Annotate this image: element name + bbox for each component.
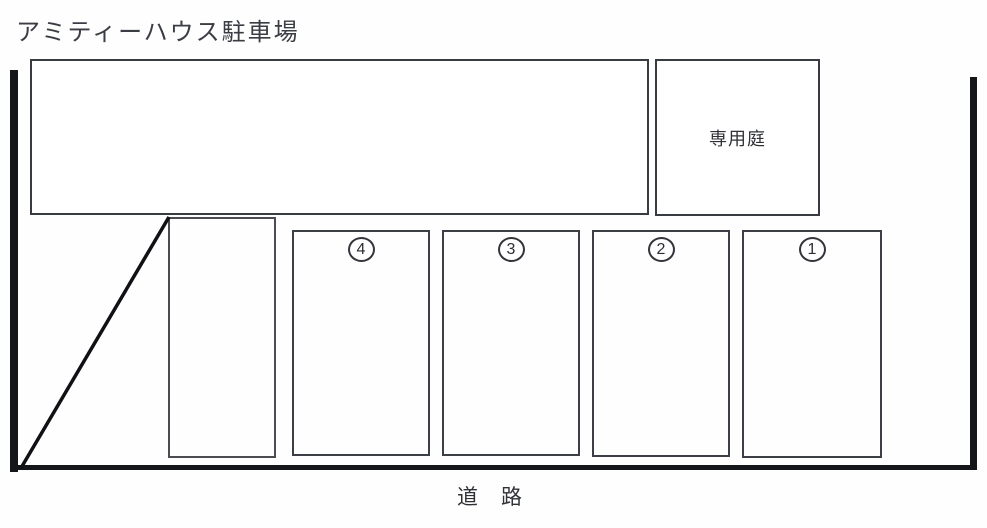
space-number-badge: 4 [347, 237, 375, 262]
left-wall [10, 70, 18, 472]
space-number-badge: 1 [798, 237, 826, 262]
private-garden-area: 専用庭 [655, 59, 820, 216]
private-garden-label: 専用庭 [709, 128, 766, 149]
building-outline [30, 59, 649, 215]
page-title: アミティーハウス駐車場 [16, 19, 300, 46]
parking-space-1: 1 [742, 230, 882, 458]
space-number-badge: 2 [647, 237, 675, 262]
parking-space-3: 3 [442, 230, 580, 456]
parking-space-4: 4 [292, 230, 430, 456]
right-wall [970, 77, 977, 468]
parking-space-2: 2 [592, 230, 730, 457]
bottom-wall [10, 465, 977, 470]
road-label: 道 路 [457, 486, 523, 509]
space-number-badge: 3 [497, 237, 525, 262]
unnumbered-space [168, 217, 276, 458]
